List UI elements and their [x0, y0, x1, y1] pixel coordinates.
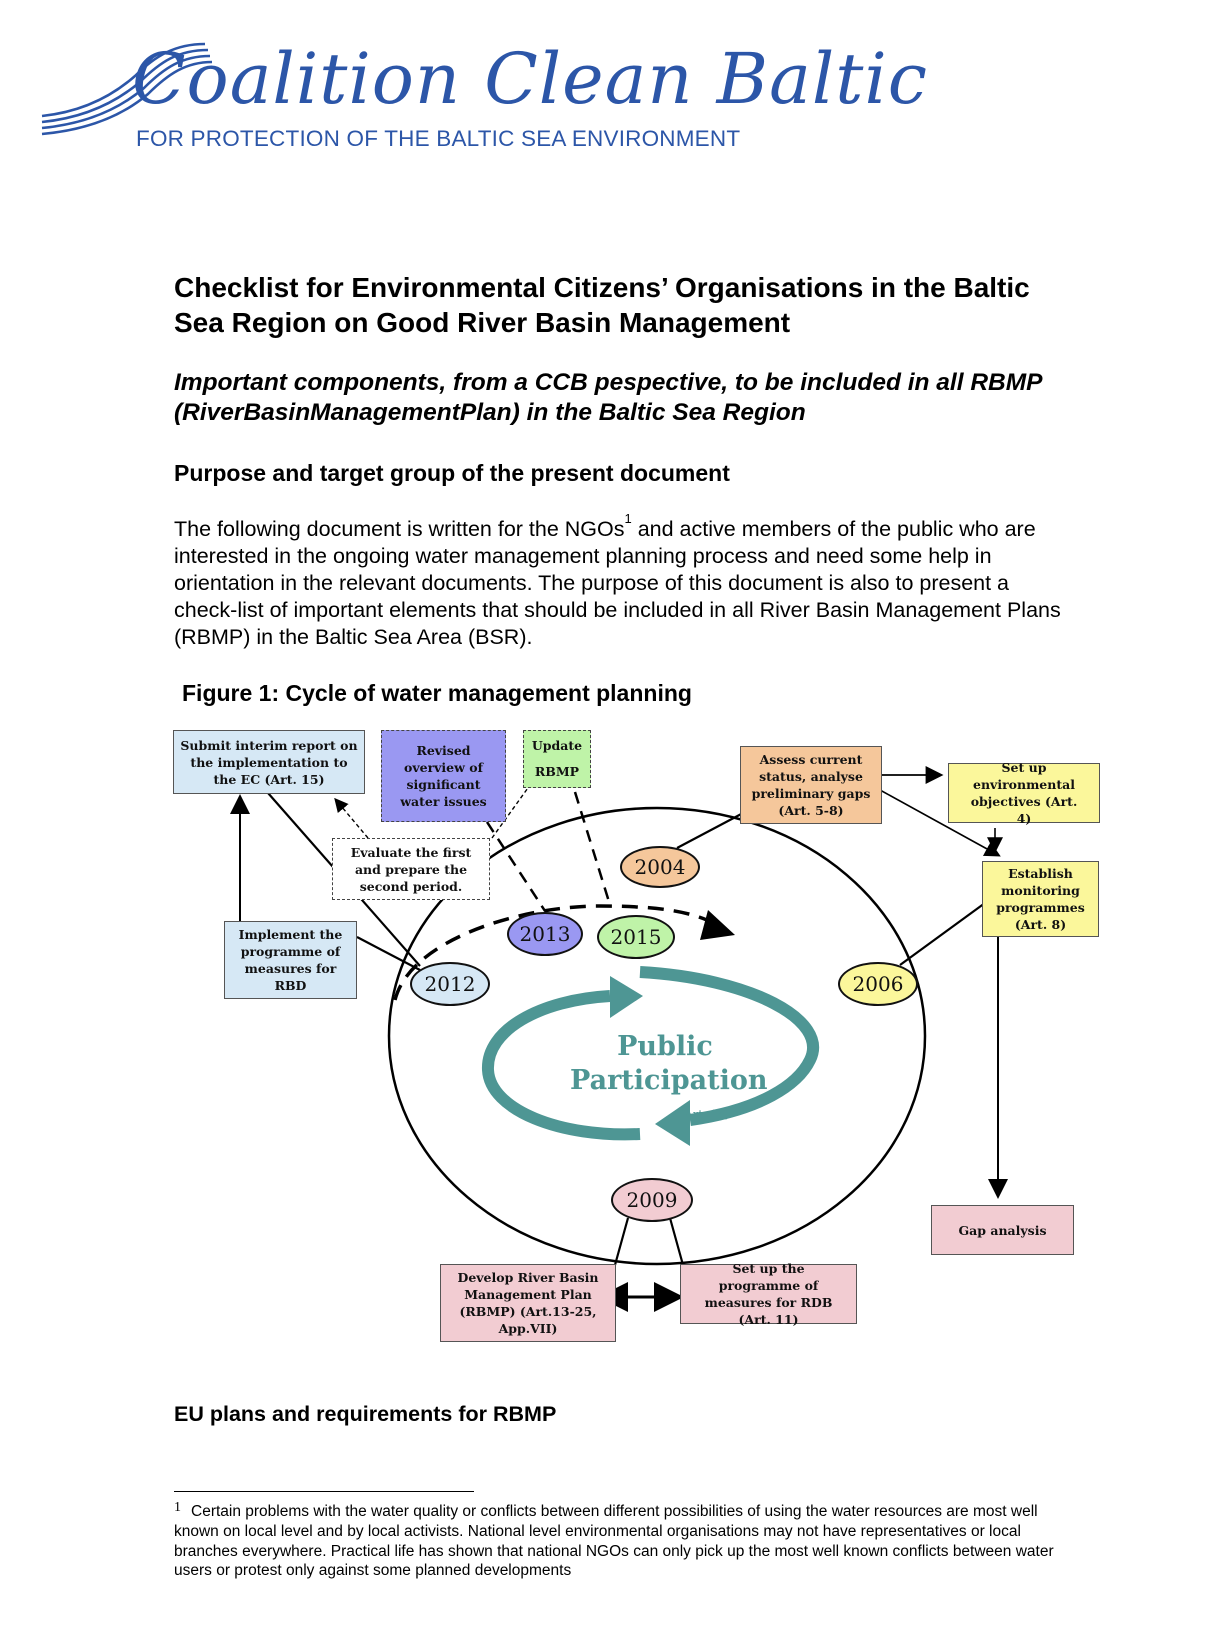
ccb-logo: Coalition Clean Baltic FOR PROTECTION OF…	[40, 38, 927, 158]
box-develop-rbmp: Develop River Basin Management Plan (RBM…	[440, 1264, 616, 1342]
box-submit-interim-report: Submit interim report on the implementat…	[173, 730, 365, 794]
box-update-rbmp: Update RBMP	[523, 730, 591, 788]
logo-tagline: FOR PROTECTION OF THE BALTIC SEA ENVIRON…	[136, 126, 741, 151]
year-2012: 2012	[410, 962, 490, 1006]
box-establish-monitoring: Establish monitoring programmes (Art. 8)	[982, 861, 1099, 937]
year-2009: 2009	[611, 1178, 693, 1222]
figure-title: Figure 1: Cycle of water management plan…	[182, 680, 692, 706]
document-title: Checklist for Environmental Citizens’ Or…	[174, 272, 1030, 338]
box-assess-current-status: Assess current status, analyse prelimina…	[740, 746, 882, 824]
dashed-arc	[393, 904, 716, 1001]
footnote-number: 1	[174, 1500, 181, 1515]
purpose-paragraph: The following document is written for th…	[174, 512, 1074, 651]
section-heading-purpose: Purpose and target group of the present …	[174, 460, 730, 486]
box-set-up-objectives: Set up environmental objectives (Art. 4)	[948, 760, 1100, 826]
year-2006: 2006	[838, 962, 918, 1006]
year-2015: 2015	[597, 915, 675, 959]
year-2013: 2013	[507, 912, 583, 956]
public-participation-label: Public Participation	[570, 1031, 768, 1096]
pp-arrow-top	[639, 966, 819, 1126]
box-evaluate-period: Evaluate the first and prepare the secon…	[332, 838, 490, 900]
year-2004: 2004	[620, 846, 700, 888]
footnote-ref[interactable]: 1	[624, 511, 632, 526]
cycle-ellipse	[387, 806, 927, 1266]
wave-logo-icon	[41, 42, 213, 136]
purpose-text-1: The following document is written for th…	[174, 517, 625, 541]
box-revised-overview: Revised overview of significant water is…	[381, 730, 506, 822]
document-subtitle: Important components, from a CCB pespect…	[174, 369, 1042, 426]
footnote-text: Certain problems with the water quality …	[174, 1503, 1054, 1580]
arc-arrowhead	[700, 910, 735, 940]
box-gap-analysis: Gap analysis	[931, 1205, 1074, 1255]
pp-arrowhead-bottom	[655, 1100, 690, 1146]
pp-arrowhead-top	[610, 976, 643, 1018]
box-set-up-programme: Set up the programme of measures for RDB…	[680, 1261, 857, 1327]
purpose-text-2: and active members of the public who are…	[174, 517, 1061, 649]
footnote-divider	[174, 1491, 474, 1492]
section-heading-eu-plans: EU plans and requirements for RBMP	[174, 1402, 557, 1426]
pp-arrow-bottom	[482, 990, 641, 1141]
public-participation-article: (Art. 14)	[680, 1107, 730, 1121]
logo-wordmark: Coalition Clean Baltic	[132, 38, 928, 120]
box-implement-programme: Implement the programme of measures for …	[224, 921, 357, 999]
